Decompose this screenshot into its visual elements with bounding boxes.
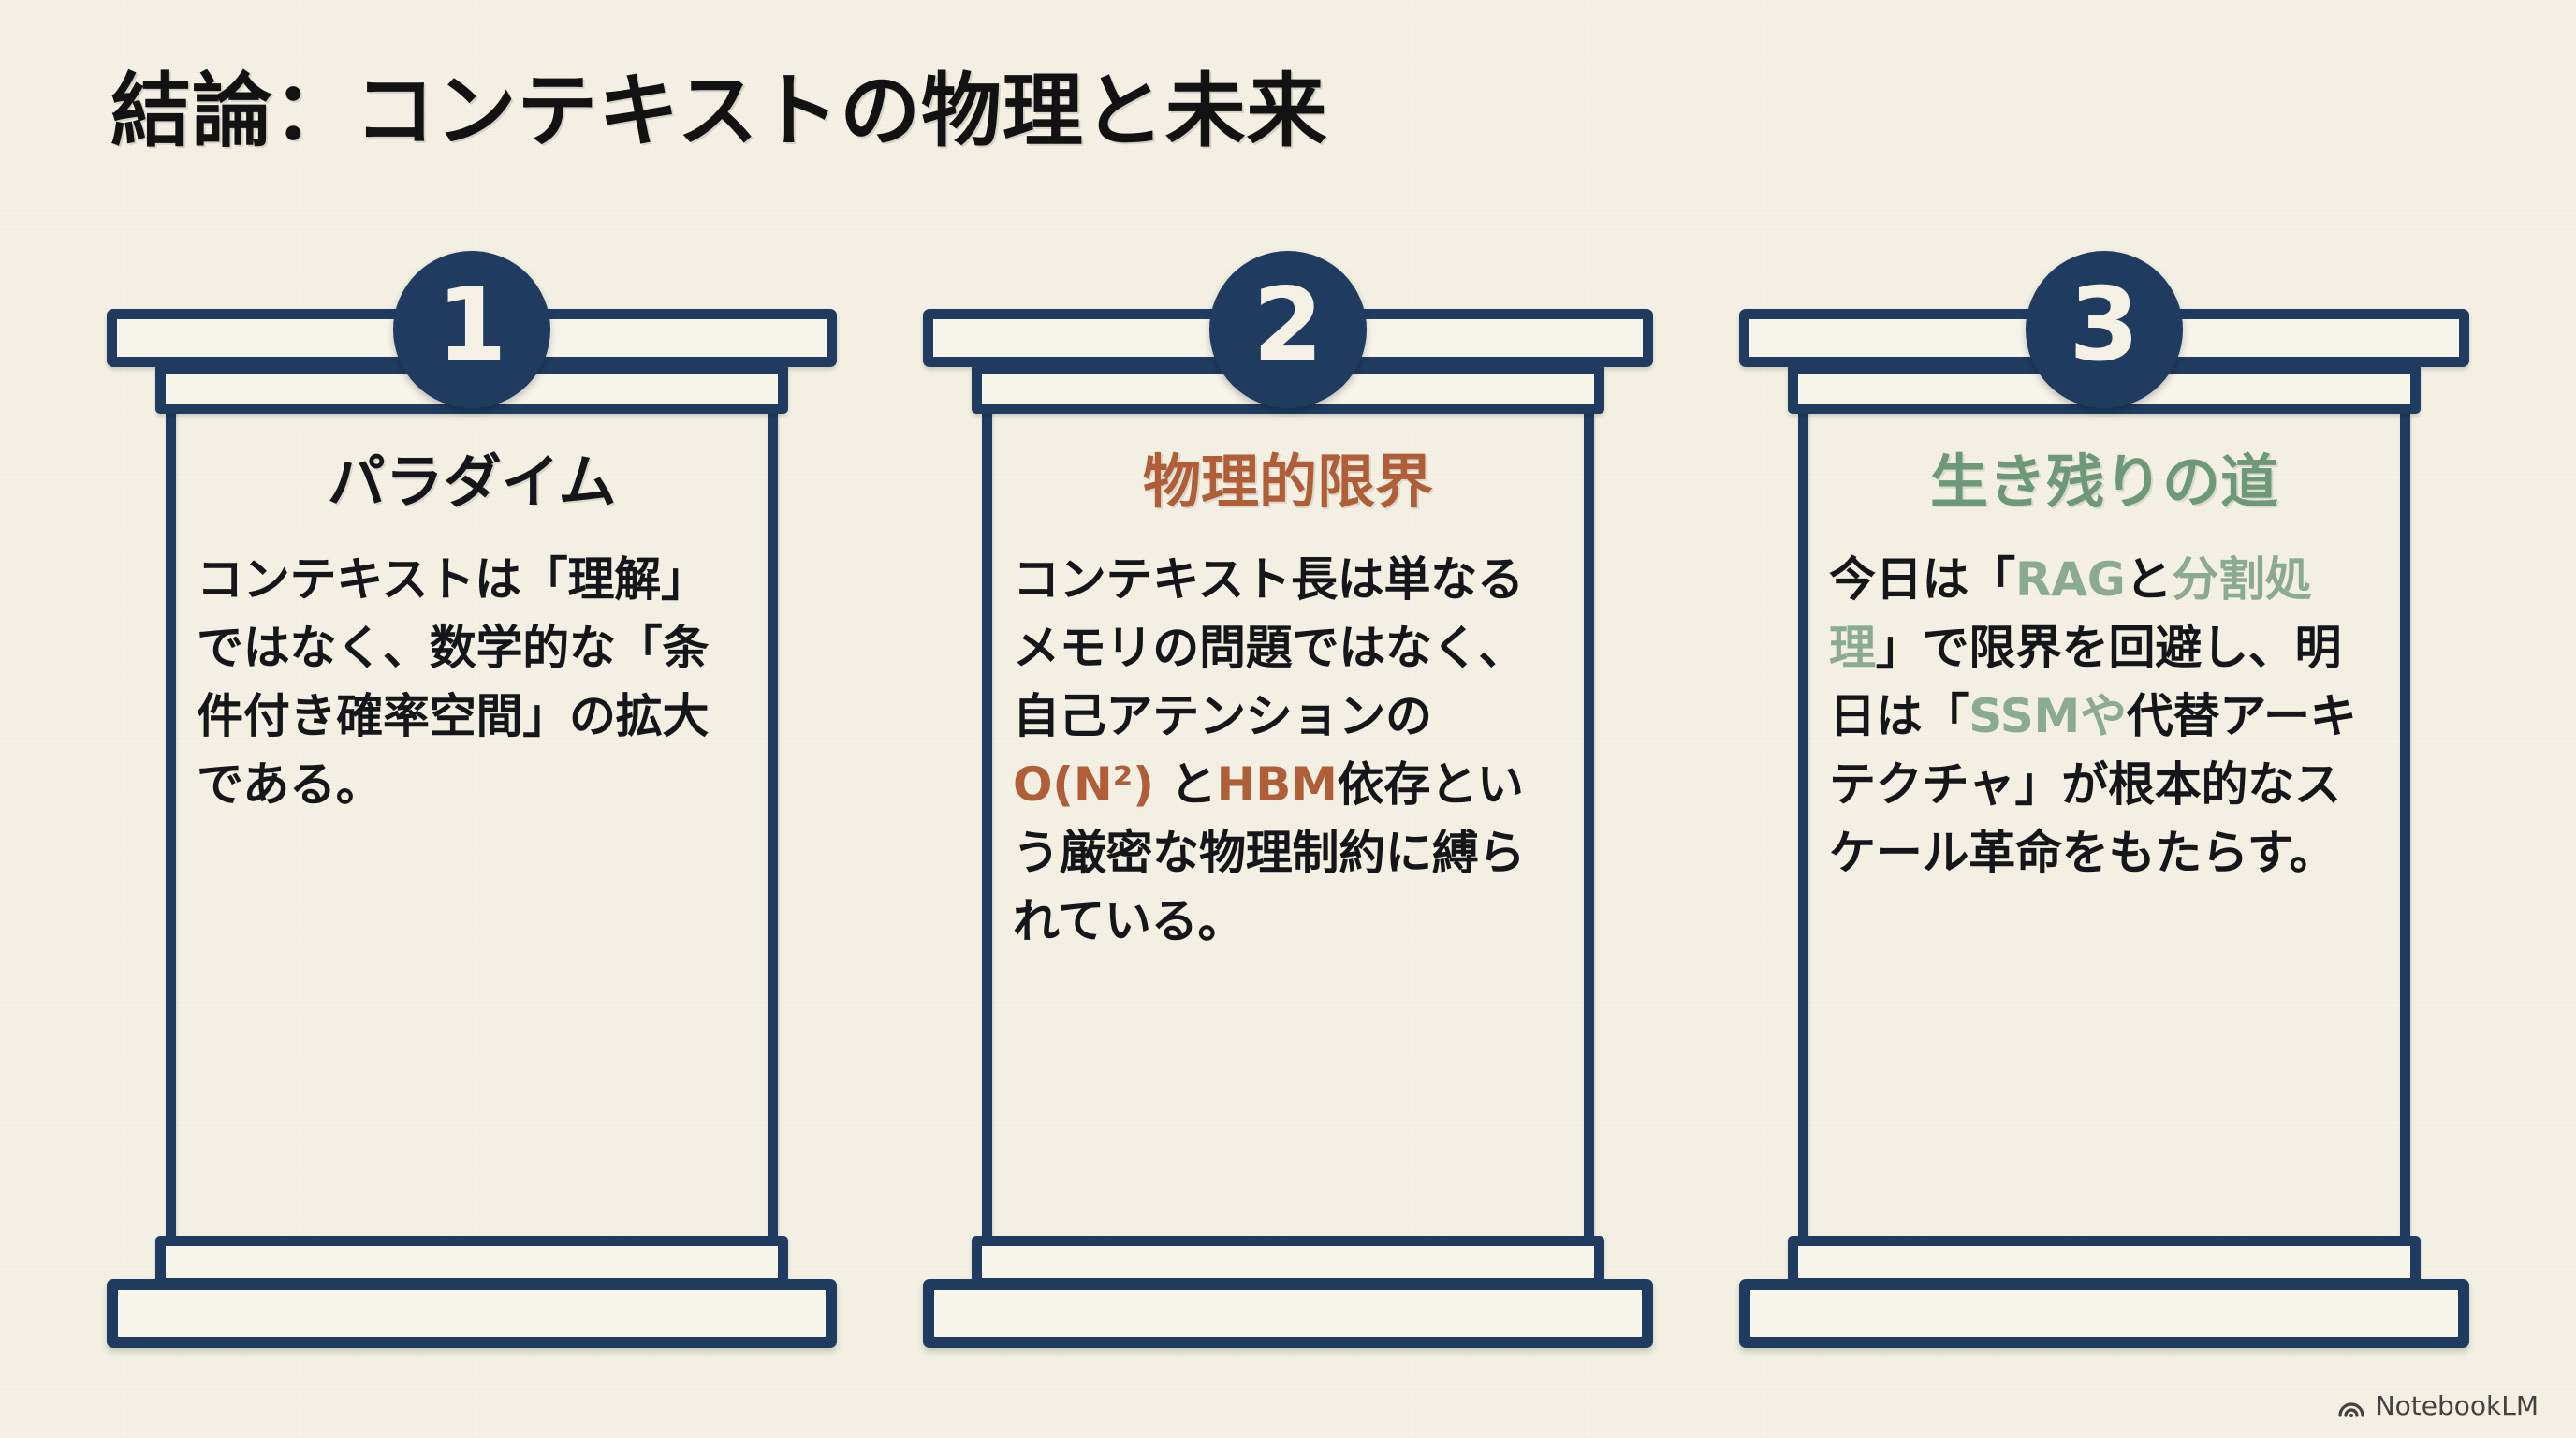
- pillar-content: パラダイムコンテキストは「理解」ではなく、数学的な「条件付き確率空間」の拡大であ…: [197, 449, 747, 819]
- body-highlight-segment: 分割処理: [1829, 552, 2312, 676]
- pillar-heading: パラダイム: [327, 448, 617, 516]
- pillar-body-text: 今日は「RAGと分割処理」で限界を回避し、明日は「SSMや代替アーキテクチャ」が…: [1829, 546, 2379, 888]
- pillar-shaft-right: [2400, 410, 2410, 1251]
- body-text-segment: 代替アーキテクチャ」が根本的なスケール革命をもたらす。: [1829, 689, 2357, 881]
- pillar-body-text: コンテキスト長は単なるメモリの問題ではなく、自己アテンションの O(N²) とH…: [1013, 546, 1563, 956]
- base-lower-slab: [923, 1279, 1653, 1348]
- body-text-segment: 依存という厳密な物理制約に縛られている。: [1013, 757, 1526, 949]
- pillar-number-label: 3: [2069, 267, 2140, 384]
- notebooklm-label: NotebookLM: [2375, 1390, 2539, 1421]
- page-title: 結論：コンテキストの物理と未来: [110, 65, 1328, 158]
- body-text-segment: と: [2125, 552, 2173, 608]
- pillar-body-text: コンテキストは「理解」ではなく、数学的な「条件付き確率空間」の拡大である。: [197, 546, 747, 819]
- body-highlight-segment: O(N²): [1013, 757, 1154, 813]
- pillar-number-badge: 1: [393, 251, 550, 408]
- body-text-segment: と: [1153, 757, 1217, 813]
- pillar-shaft-right: [768, 410, 778, 1251]
- pillar-heading: 物理的限界: [1142, 448, 1433, 516]
- body-text-segment: コンテキスト長は単なるメモリの問題ではなく、自己アテンションの: [1013, 552, 1526, 744]
- body-text-segment: 」で限界を回避し、明日は「: [1829, 621, 2342, 744]
- pillar-3: 3 生き残りの道今日は「RAGと分割処理」で限界を回避し、明日は「SSMや代替アー…: [1739, 251, 2469, 1348]
- body-text-segment: 今日は「: [1829, 552, 2015, 608]
- pillar-content: 生き残りの道今日は「RAGと分割処理」で限界を回避し、明日は「SSMや代替アーキ…: [1829, 449, 2379, 888]
- notebooklm-arc-icon: [2337, 1394, 2365, 1418]
- pillar-content: 物理的限界コンテキスト長は単なるメモリの問題ではなく、自己アテンションの O(N…: [1013, 449, 1563, 956]
- pillar-heading: 生き残りの道: [1929, 448, 2278, 516]
- body-highlight-segment: HBM: [1216, 757, 1338, 813]
- body-highlight-segment: RAG: [2015, 552, 2126, 608]
- pillar-number-label: 2: [1252, 267, 1324, 384]
- pillar-shaft-left: [166, 410, 176, 1251]
- body-text-segment: コンテキストは「理解」ではなく、数学的な「条件付き確率空間」の拡大である。: [197, 552, 710, 813]
- pillar-number-badge: 2: [1209, 251, 1367, 408]
- notebooklm-watermark: NotebookLM: [2337, 1390, 2539, 1421]
- pillar-base: [923, 1234, 1653, 1348]
- pillar-shaft-left: [1798, 410, 1808, 1251]
- pillar-shaft-left: [982, 410, 992, 1251]
- pillar-base: [1739, 1234, 2469, 1348]
- pillar-2: 2 物理的限界コンテキスト長は単なるメモリの問題ではなく、自己アテンションの O(…: [923, 251, 1653, 1348]
- pillar-base: [107, 1234, 837, 1348]
- pillar-number-label: 1: [436, 267, 507, 384]
- pillar-1: 1 パラダイムコンテキストは「理解」ではなく、数学的な「条件付き確率空間」の拡大で…: [107, 251, 837, 1348]
- base-lower-slab: [107, 1279, 837, 1348]
- base-lower-slab: [1739, 1279, 2469, 1348]
- pillar-number-badge: 3: [2026, 251, 2183, 408]
- body-highlight-segment: SSMや: [1969, 689, 2127, 744]
- pillars-row: 1 パラダイムコンテキストは「理解」ではなく、数学的な「条件付き確率空間」の拡大で…: [0, 251, 2576, 1348]
- pillar-shaft-right: [1584, 410, 1594, 1251]
